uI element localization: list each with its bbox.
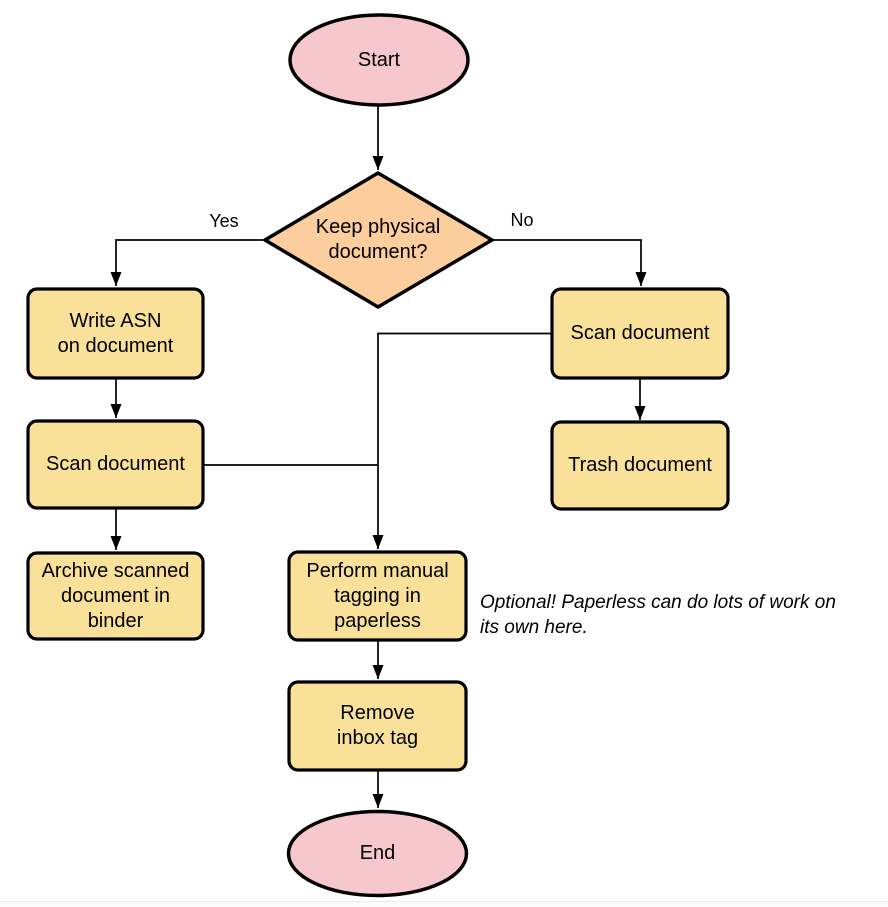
scan-document-right-process-shape <box>550 287 730 380</box>
write-asn-process-shape <box>26 287 205 380</box>
end-terminator-shape <box>286 809 469 898</box>
trash-document-process-shape <box>550 420 730 511</box>
optional-note: Optional! Paperless can do lots of work … <box>480 592 836 638</box>
edge-decision-yes-to-write-asn <box>110 239 266 286</box>
manual-tagging-process-shape <box>287 550 468 642</box>
start-terminator-shape <box>288 13 470 107</box>
edge-scan-right-to-tagging <box>372 332 552 549</box>
decision-diamond-shape <box>263 171 494 309</box>
bottom-divider <box>0 901 888 902</box>
scan-document-left-process-shape <box>26 419 205 510</box>
archive-process-shape <box>26 551 205 641</box>
remove-inbox-tag-process-shape <box>287 680 468 772</box>
below-divider-area <box>0 902 888 907</box>
edge-decision-no-to-scan-right <box>491 239 647 286</box>
